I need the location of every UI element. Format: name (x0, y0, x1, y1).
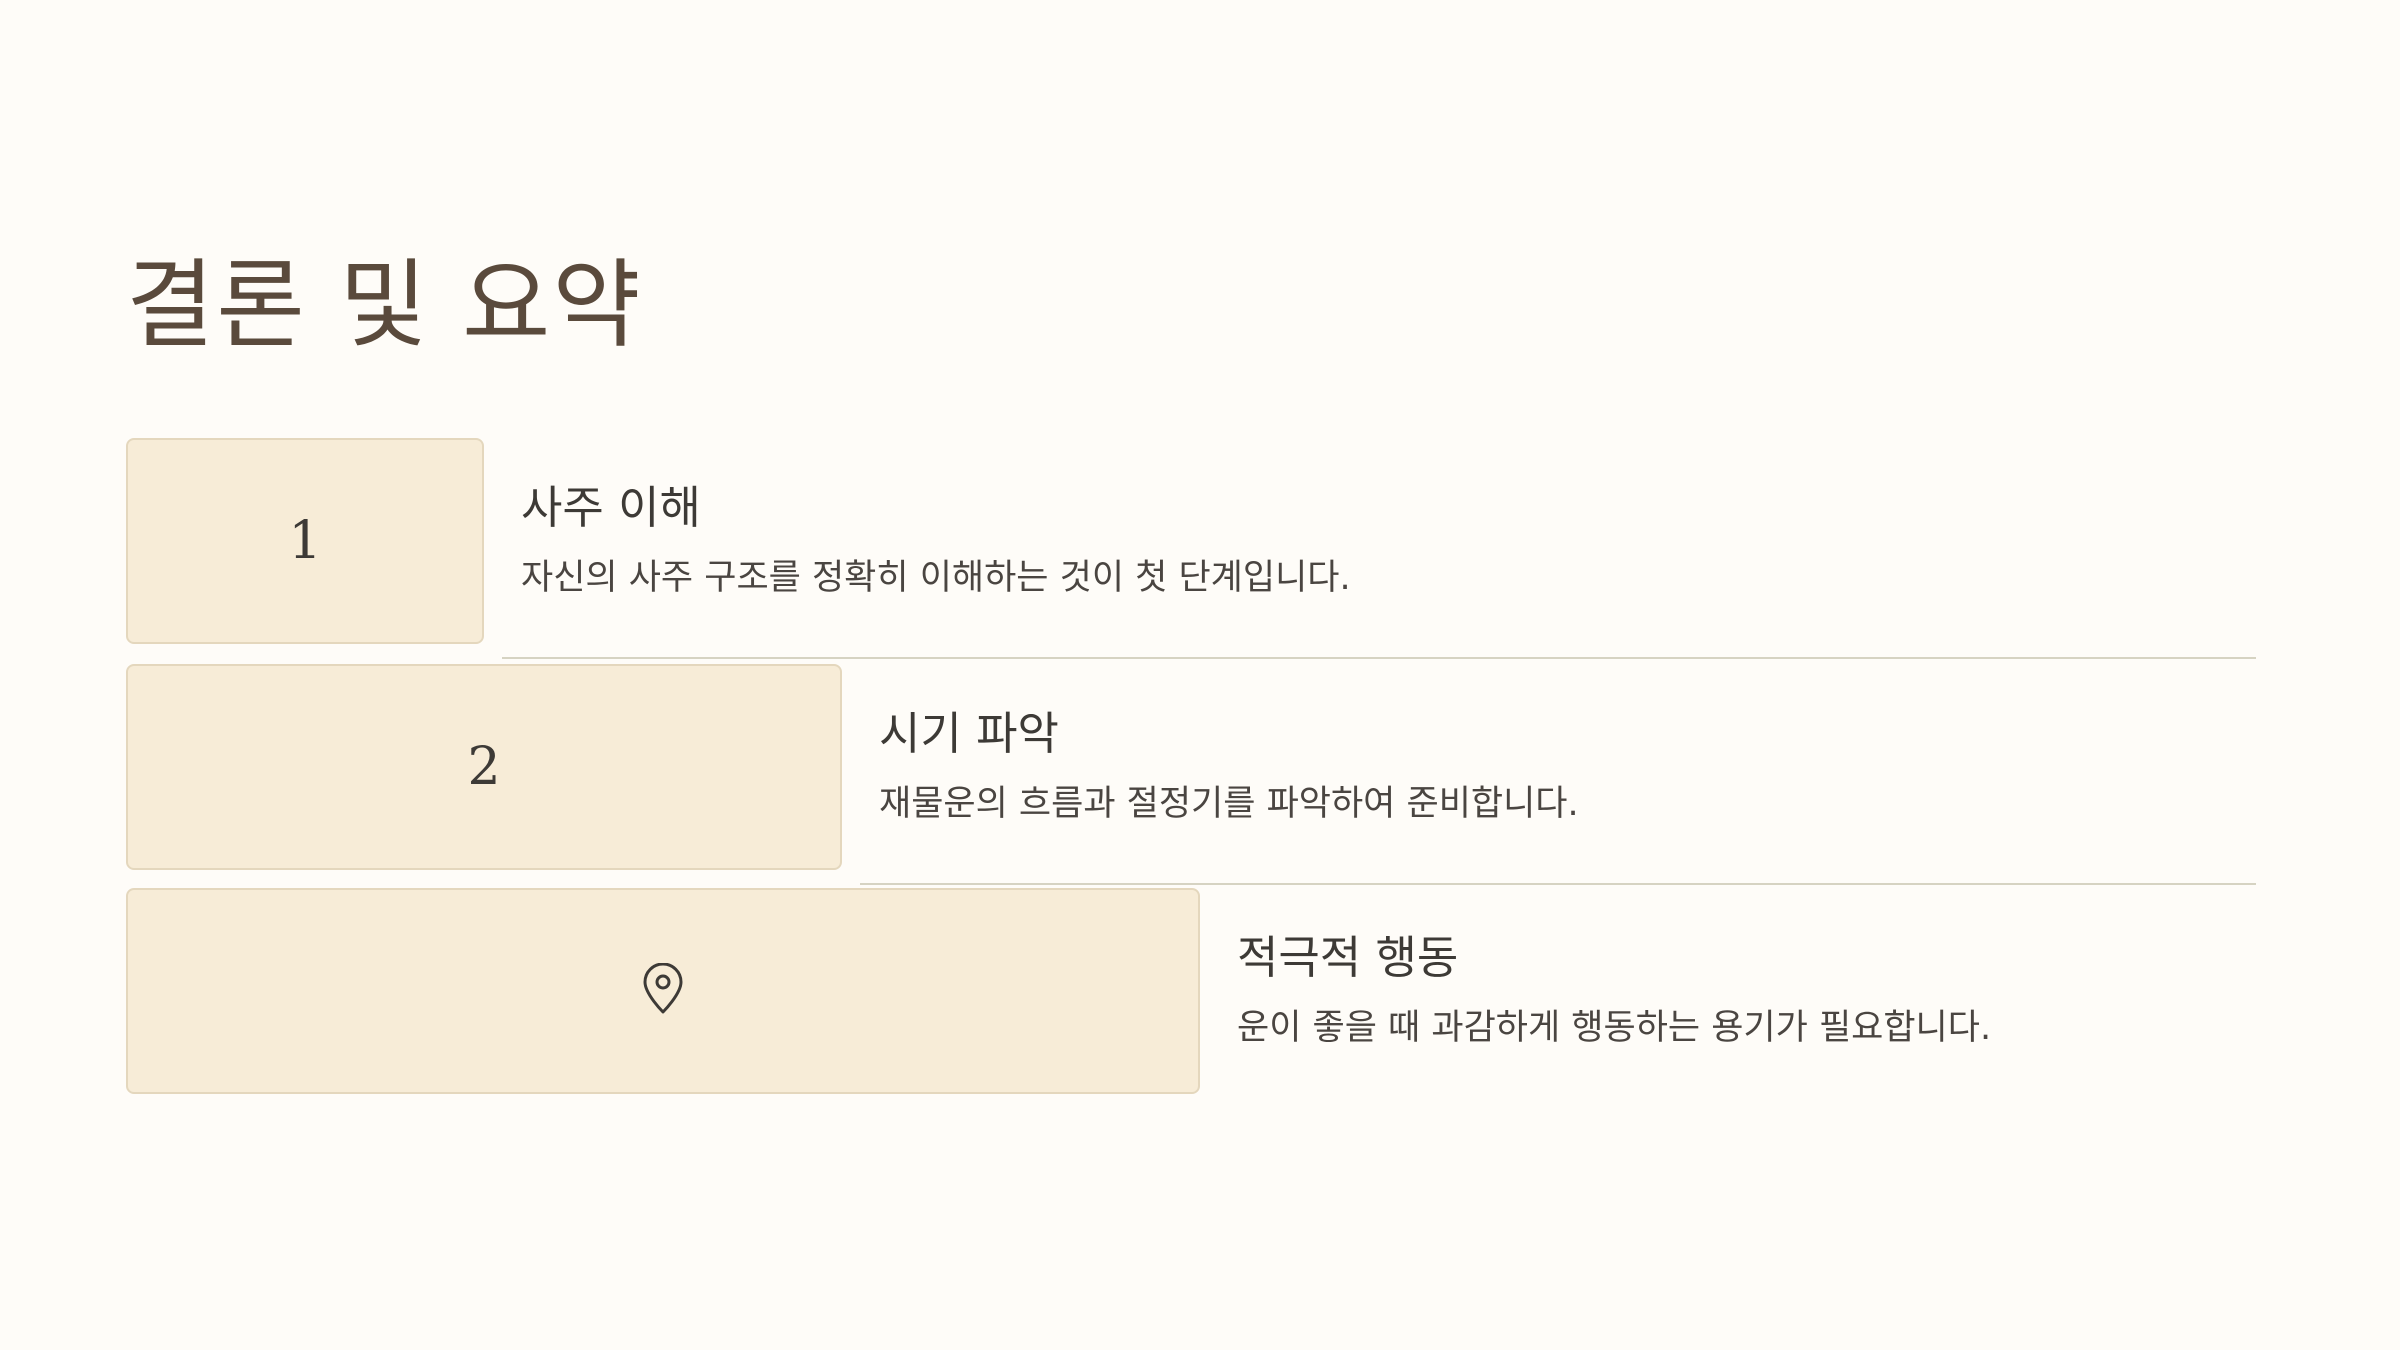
step-1-heading: 사주 이해 (521, 481, 701, 534)
step-2-text: 시기 파악 재물운의 흐름과 절정기를 파악하여 준비합니다. (879, 704, 1579, 828)
map-pin-icon (641, 962, 685, 1019)
step-row-1: 1 사주 이해 자신의 사주 구조를 정확히 이해하는 것이 첫 단계입니다. (126, 438, 2256, 659)
step-2-divider (860, 883, 2256, 885)
slide-title: 결론 및 요약 (126, 249, 643, 361)
step-3-text: 적극적 행동 운이 좋을 때 과감하게 행동하는 용기가 필요합니다. (1237, 928, 1991, 1052)
step-1-marker-box: 1 (126, 438, 484, 644)
step-row-2: 2 시기 파악 재물운의 흐름과 절정기를 파악하여 준비합니다. (126, 664, 2256, 885)
step-1-description: 자신의 사주 구조를 정확히 이해하는 것이 첫 단계입니다. (521, 558, 1351, 598)
step-3-heading: 적극적 행동 (1237, 931, 1459, 984)
step-3-description: 운이 좋을 때 과감하게 행동하는 용기가 필요합니다. (1237, 1008, 1992, 1048)
step-1-text: 사주 이해 자신의 사주 구조를 정확히 이해하는 것이 첫 단계입니다. (521, 478, 1351, 602)
step-2-number: 2 (467, 737, 501, 797)
step-2-heading: 시기 파악 (879, 707, 1059, 760)
step-2-description: 재물운의 흐름과 절정기를 파악하여 준비합니다. (879, 784, 1579, 824)
step-1-number: 1 (288, 511, 322, 571)
step-2-marker-box: 2 (126, 664, 842, 870)
step-1-divider (502, 657, 2256, 659)
step-row-3: 적극적 행동 운이 좋을 때 과감하게 행동하는 용기가 필요합니다. (126, 888, 2256, 1096)
step-3-marker-box (126, 888, 1200, 1094)
